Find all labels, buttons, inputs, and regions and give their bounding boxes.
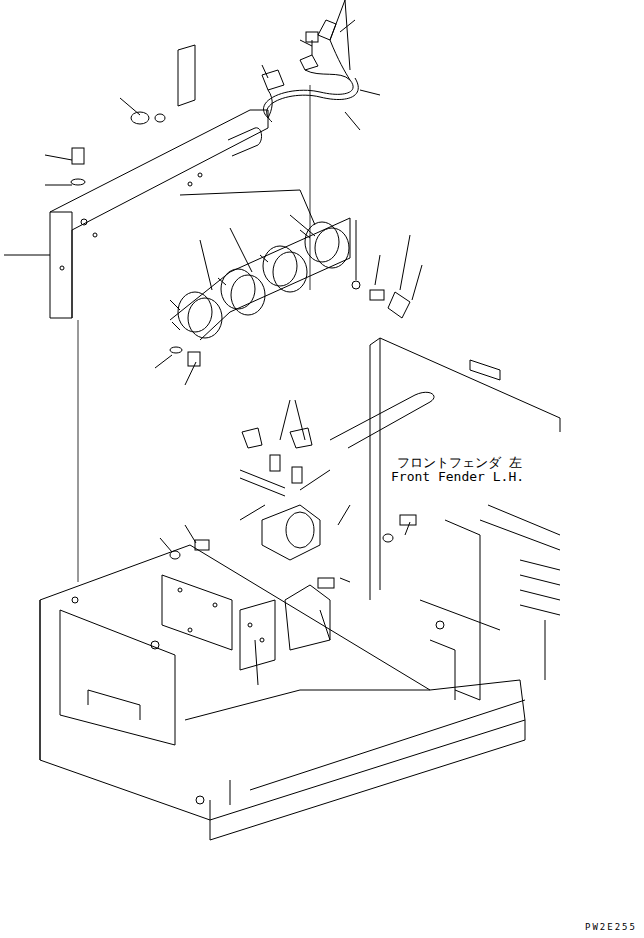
frame (40, 545, 525, 840)
bracket-plate (50, 45, 268, 318)
part-label: Front Fender L.H. (391, 469, 524, 484)
front-fender (330, 338, 560, 700)
fastener (71, 112, 410, 366)
leader-line (4, 0, 422, 582)
mounting-plate (162, 575, 330, 685)
connector-set (170, 218, 350, 340)
drawing-number: PW2E255 (585, 922, 637, 932)
